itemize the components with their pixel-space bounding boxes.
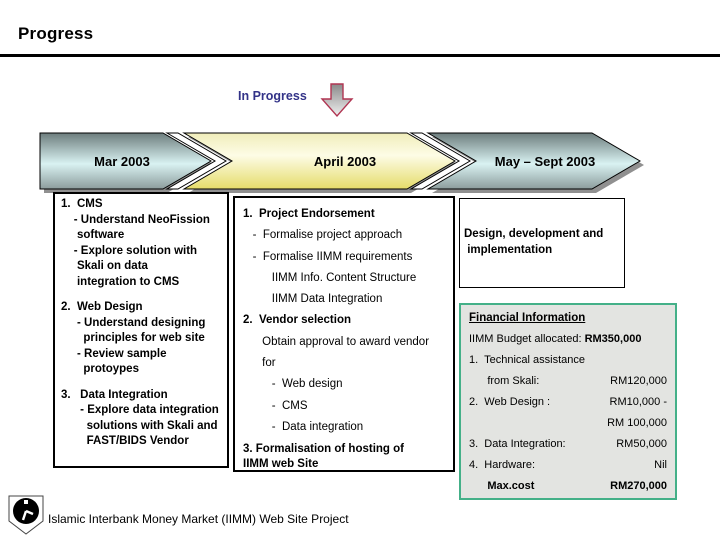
financial-row-value: RM 100,000 xyxy=(607,417,667,429)
timeline-arrow-may-shape xyxy=(426,132,641,190)
financial-row: from Skali: RM120,000 xyxy=(469,371,667,392)
financial-row-value: RM50,000 xyxy=(616,438,667,450)
april-item2-body: Obtain approval to award vendor for - We… xyxy=(262,335,430,433)
financial-row-value: Nil xyxy=(654,459,667,471)
financial-row: 4. Hardware: Nil xyxy=(469,455,667,476)
financial-information-box: Financial Information IIMM Budget alloca… xyxy=(459,303,677,500)
financial-budget-line: IIMM Budget allocated: RM350,000 xyxy=(469,329,667,350)
financial-row: RM 100,000 xyxy=(469,413,667,434)
march-item-cms: 1. CMS - Understand NeoFission software … xyxy=(61,198,210,288)
chevron-separator-2 xyxy=(409,132,471,190)
design-implementation-box: Design, development and implementation xyxy=(459,198,625,288)
financial-budget-value: RM350,000 xyxy=(584,333,642,345)
financial-row-label: Max.cost xyxy=(469,480,535,492)
footer-project-name: Islamic Interbank Money Market (IIMM) We… xyxy=(48,512,349,526)
financial-row: 2. Web Design : RM10,000 - xyxy=(469,392,667,413)
march-activities-box: 1. CMS - Understand NeoFission software … xyxy=(53,192,229,468)
timeline-arrows: Mar 2003 April 2003 May – Sept 2003 xyxy=(39,132,644,193)
financial-row: 1. Technical assistance xyxy=(469,350,667,371)
chevron-separator-1 xyxy=(165,132,227,190)
financial-row: 3. Data Integration: RM50,000 xyxy=(469,434,667,455)
timeline-label-may: May – Sept 2003 xyxy=(495,154,595,169)
financial-row-label: 4. Hardware: xyxy=(469,459,536,471)
financial-budget-label: IIMM Budget allocated: xyxy=(469,333,585,345)
financial-row-label: from Skali: xyxy=(469,375,540,387)
clock-hour-hand xyxy=(21,510,28,521)
march-item-data-integration: 3. Data Integration - Explore data integ… xyxy=(61,388,219,448)
april-item3-title: 3. Formalisation of hosting of IIMM web … xyxy=(243,443,404,471)
march-item-web-design: 2. Web Design - Understand designing pri… xyxy=(61,301,206,375)
financial-row-label: 2. Web Design : xyxy=(469,396,551,408)
clock-minute-hand xyxy=(25,509,34,516)
financial-row-label: 3. Data Integration: xyxy=(469,438,566,450)
timeline-arrow-mar-shape xyxy=(39,132,212,190)
financial-title: Financial Information xyxy=(469,312,586,324)
financial-row-value: RM10,000 - xyxy=(609,396,667,408)
timeline-label-mar: Mar 2003 xyxy=(94,154,150,169)
timeline-label-april: April 2003 xyxy=(314,154,376,169)
financial-row-maxcost: Max.cost RM270,000 xyxy=(469,476,667,497)
title-underline xyxy=(0,54,720,57)
financial-row-value: RM270,000 xyxy=(610,480,667,492)
april-item1-title: 1. Project Endorsement xyxy=(243,208,375,220)
clock-tick xyxy=(24,500,28,504)
status-label: In Progress xyxy=(238,89,307,103)
financial-row-value: RM120,000 xyxy=(610,375,667,387)
clock-shield-icon xyxy=(8,495,44,535)
financial-row-label: 1. Technical assistance xyxy=(469,354,585,366)
april-item1-body: - Formalise project approach - Formalise… xyxy=(252,229,417,306)
timeline-arrow-april-shape xyxy=(182,132,456,190)
slide-title: Progress xyxy=(18,24,94,43)
april-item2-title: 2. Vendor selection xyxy=(243,314,352,327)
down-arrow-icon xyxy=(320,83,354,118)
april-activities-box: 1. Project Endorsement - Formalise proje… xyxy=(233,196,455,472)
down-arrow-shape xyxy=(320,83,354,118)
